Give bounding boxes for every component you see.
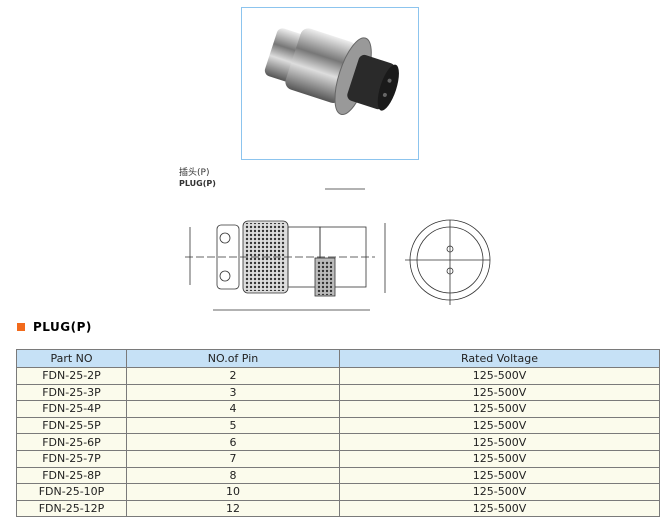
table-header-row: Part NO NO.of Pin Rated Voltage <box>16 349 660 368</box>
cell-part-no: FDN-25-4P <box>16 400 127 418</box>
cell-no-of-pin: 8 <box>126 466 340 485</box>
cell-no-of-pin: 6 <box>126 433 340 451</box>
cell-part-no: FDN-25-10P <box>16 483 127 501</box>
cell-rated-voltage: 125-500V <box>339 367 660 385</box>
cell-rated-voltage: 125-500V <box>339 449 660 468</box>
cell-rated-voltage: 125-500V <box>339 499 660 518</box>
cell-part-no: FDN-25-5P <box>16 416 127 435</box>
cell-no-of-pin: 3 <box>126 383 340 402</box>
technical-drawing: 插头(P) PLUG(P) <box>165 165 495 317</box>
cell-no-of-pin: 4 <box>126 400 340 418</box>
connector-photo-image <box>264 28 399 115</box>
header-part-no: Part NO <box>16 349 127 368</box>
cell-rated-voltage: 125-500V <box>339 416 660 435</box>
cell-rated-voltage: 125-500V <box>339 466 660 485</box>
cell-part-no: FDN-25-3P <box>16 383 127 402</box>
cell-part-no: FDN-25-8P <box>16 466 127 485</box>
cell-no-of-pin: 5 <box>126 416 340 435</box>
product-photo <box>241 7 419 160</box>
cell-rated-voltage: 125-500V <box>339 400 660 418</box>
cell-no-of-pin: 2 <box>126 367 340 385</box>
cell-part-no: FDN-25-7P <box>16 449 127 468</box>
header-rated-voltage: Rated Voltage <box>339 349 660 368</box>
plug-spec-table: Part NO NO.of Pin Rated Voltage FDN-25-2… <box>16 349 660 518</box>
section-header: PLUG(P) <box>17 320 92 334</box>
cell-rated-voltage: 125-500V <box>339 383 660 402</box>
cell-rated-voltage: 125-500V <box>339 483 660 501</box>
cell-part-no: FDN-25-12P <box>16 499 127 518</box>
drawing-label-en: PLUG(P) <box>179 179 216 188</box>
cell-no-of-pin: 7 <box>126 449 340 468</box>
cell-rated-voltage: 125-500V <box>339 433 660 451</box>
cell-part-no: FDN-25-2P <box>16 367 127 385</box>
cell-no-of-pin: 12 <box>126 499 340 518</box>
section-title: PLUG(P) <box>33 320 92 334</box>
orange-square-bullet-icon <box>17 323 25 331</box>
drawing-label-cn: 插头(P) <box>179 166 209 178</box>
header-no-of-pin: NO.of Pin <box>126 349 340 368</box>
cell-part-no: FDN-25-6P <box>16 433 127 451</box>
cell-no-of-pin: 10 <box>126 483 340 501</box>
